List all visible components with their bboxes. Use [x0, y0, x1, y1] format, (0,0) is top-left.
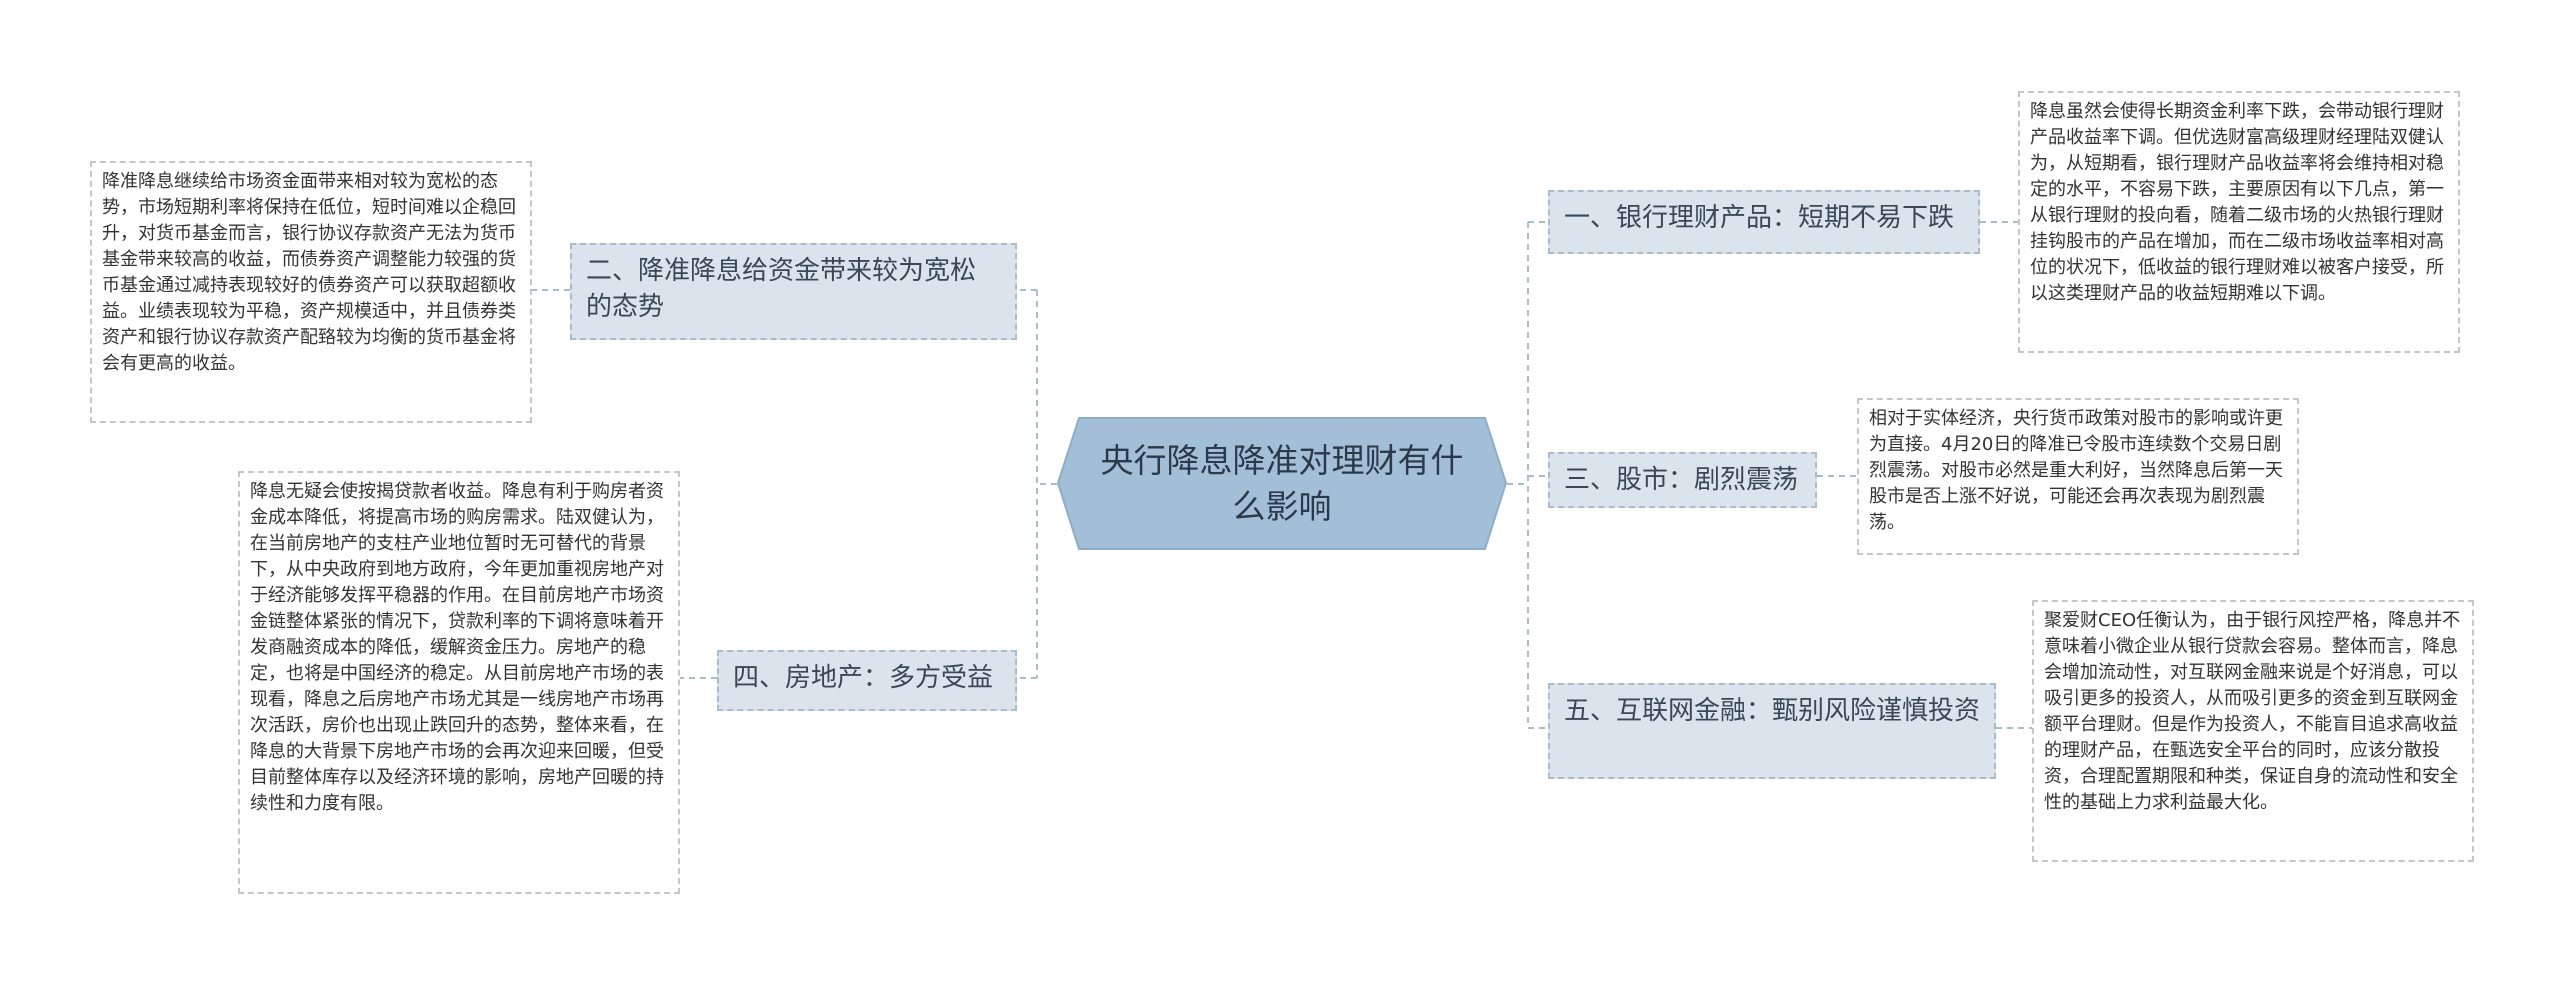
topic-bank-wealth-products[interactable]: 一、银行理财产品：短期不易下跌 — [1548, 190, 1980, 254]
topic-real-estate-title: 四、房地产：多方受益 — [733, 663, 994, 693]
central-topic-title: 央行降息降准对理财有什么影响 — [1100, 440, 1464, 526]
note-real-estate-text: 降息无疑会使按揭贷款者收益。降息有利于购房者资金成本降低，将提高市场的购房需求。… — [250, 481, 664, 814]
note-stock-market: 相对于实体经济，央行货币政策对股市的影响或许更为直接。4月20日的降准已令股市连… — [1857, 398, 2299, 555]
central-topic-hexagon — [1057, 417, 1507, 550]
topic-stock-market[interactable]: 三、股市：剧烈震荡 — [1548, 452, 1817, 508]
note-loose-liquidity: 降准降息继续给市场资金面带来相对较为宽松的态势，市场短期利率将保持在低位，短时间… — [90, 161, 532, 423]
note-bank-wealth-products: 降息虽然会使得长期资金利率下跌，会带动银行理财产品收益率下调。但优选财富高级理财… — [2018, 91, 2460, 353]
topic-internet-finance-title: 五、互联网金融：甄别风险谨慎投资 — [1564, 696, 1981, 726]
note-internet-finance-text: 聚爱财CEO任衡认为，由于银行风控严格，降息并不意味着小微企业从银行贷款会容易。… — [2044, 610, 2461, 813]
note-stock-market-text: 相对于实体经济，央行货币政策对股市的影响或许更为直接。4月20日的降准已令股市连… — [1869, 408, 2283, 533]
topic-loose-liquidity[interactable]: 二、降准降息给资金带来较为宽松的态势 — [570, 243, 1017, 340]
topic-real-estate[interactable]: 四、房地产：多方受益 — [717, 650, 1017, 711]
note-bank-wealth-products-text: 降息虽然会使得长期资金利率下跌，会带动银行理财产品收益率下调。但优选财富高级理财… — [2030, 101, 2444, 304]
topic-bank-wealth-products-title: 一、银行理财产品：短期不易下跌 — [1564, 203, 1955, 233]
note-internet-finance: 聚爱财CEO任衡认为，由于银行风控严格，降息并不意味着小微企业从银行贷款会容易。… — [2032, 600, 2474, 862]
topic-loose-liquidity-title: 二、降准降息给资金带来较为宽松的态势 — [586, 256, 977, 322]
topic-internet-finance[interactable]: 五、互联网金融：甄别风险谨慎投资 — [1548, 683, 1996, 779]
topic-stock-market-title: 三、股市：剧烈震荡 — [1564, 465, 1799, 495]
central-topic[interactable]: 央行降息降准对理财有什么影响 — [1057, 417, 1507, 550]
note-loose-liquidity-text: 降准降息继续给市场资金面带来相对较为宽松的态势，市场短期利率将保持在低位，短时间… — [102, 171, 516, 374]
note-real-estate: 降息无疑会使按揭贷款者收益。降息有利于购房者资金成本降低，将提高市场的购房需求。… — [238, 471, 680, 894]
